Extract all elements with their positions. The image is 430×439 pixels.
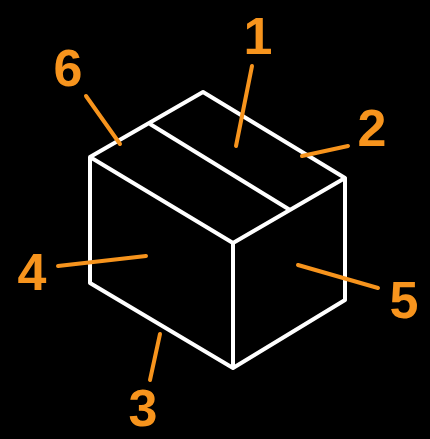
leader-line — [58, 256, 146, 266]
callout-number: 2 — [358, 102, 387, 154]
tape-line — [150, 124, 290, 210]
callout-number: 1 — [244, 10, 273, 62]
leader-line — [298, 265, 378, 288]
leader-line — [302, 146, 348, 156]
box-edge — [231, 243, 235, 368]
box-sides — [90, 157, 345, 368]
callout-number: 3 — [129, 382, 158, 434]
leader-line — [86, 96, 120, 144]
leader-line — [236, 66, 252, 146]
callout-number: 6 — [54, 42, 83, 94]
box-top — [90, 92, 345, 243]
leader-line — [150, 334, 160, 380]
callout-number: 4 — [18, 246, 47, 298]
leader-lines — [58, 66, 378, 380]
box-outline — [90, 92, 345, 368]
callout-number: 5 — [390, 274, 419, 326]
